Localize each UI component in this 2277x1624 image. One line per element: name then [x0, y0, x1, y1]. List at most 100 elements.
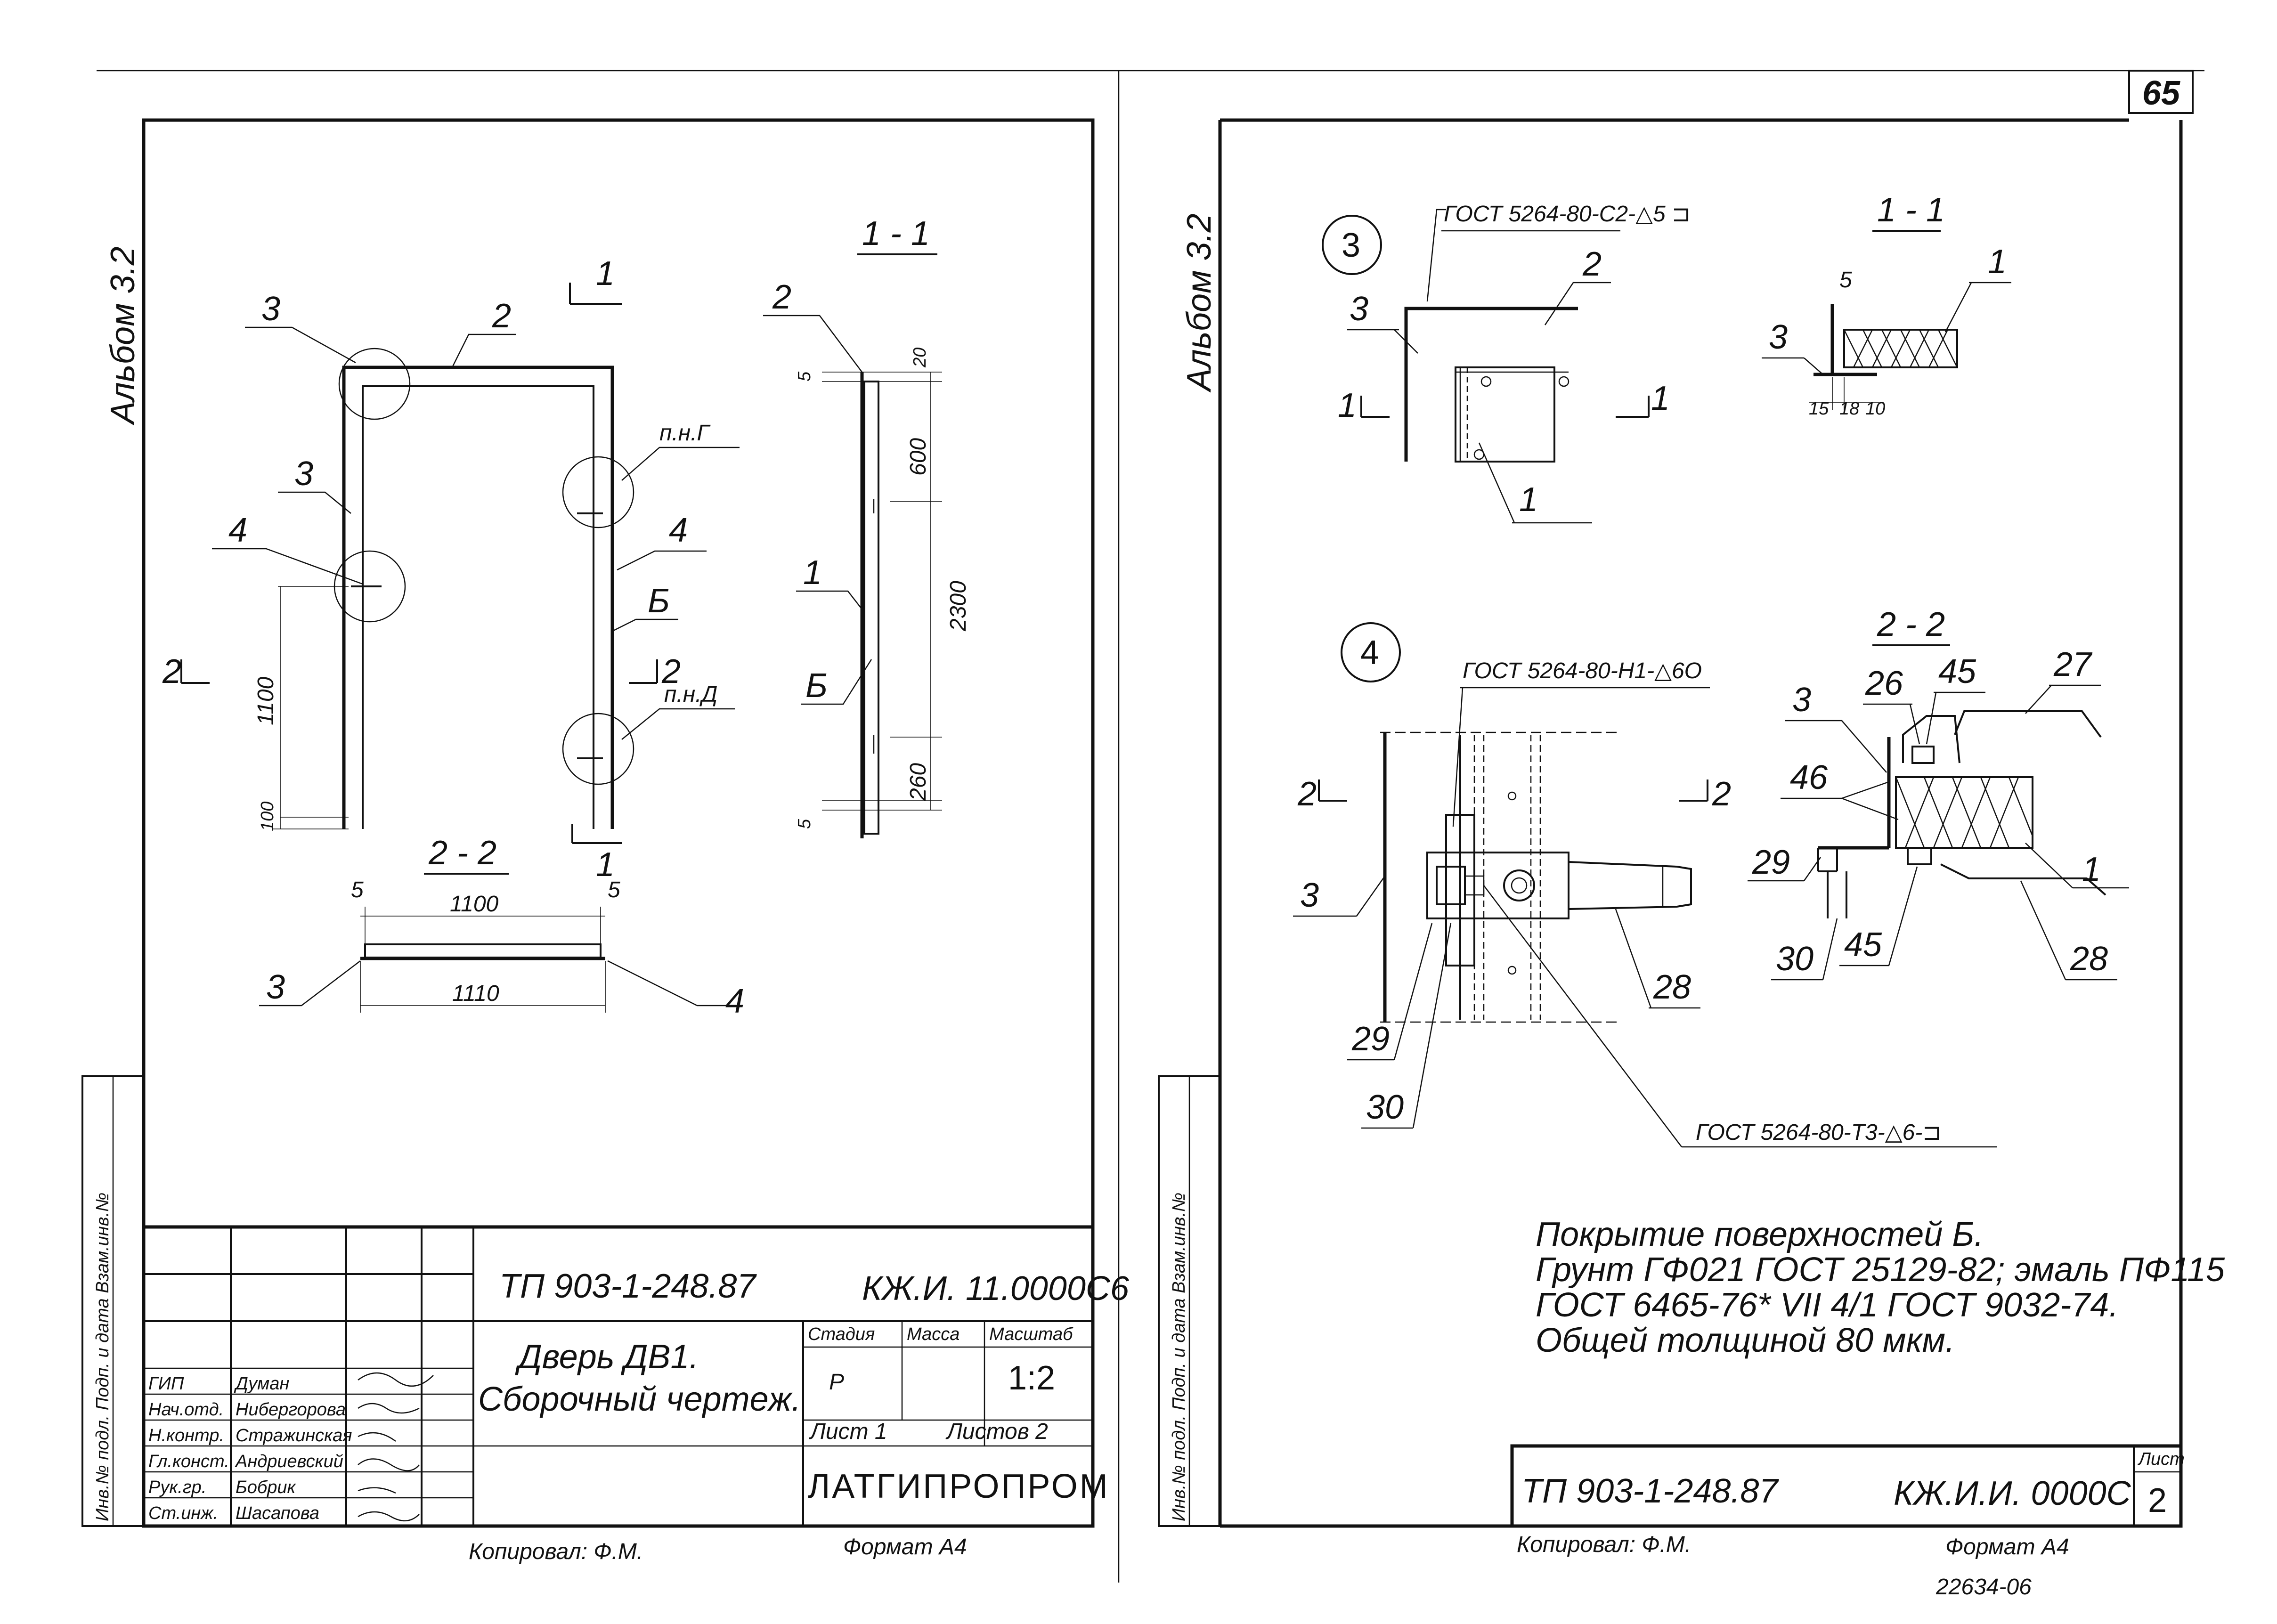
right-title-block: ТП 903-1-248.87 КЖ.И.И. 0000С Лист 2 — [1510, 1444, 2185, 1528]
title-code-left: ТП 903-1-248.87 — [499, 1267, 757, 1305]
right-section-2-2: 2 - 2 3 26 45 27 46 — [1748, 606, 2129, 981]
doc-code-left: КЖ.И. 11.0000С6 — [862, 1270, 1130, 1307]
copied-by-left: Копировал: Ф.М. — [469, 1539, 643, 1564]
node3-cut-1-left: 1 — [1338, 387, 1357, 424]
role-2: Н.контр. — [148, 1426, 224, 1445]
stage-header: Стадия — [808, 1324, 875, 1344]
node-3-detail: 3 ГОСТ 5264-80-С2-△5 ⊐ 2 3 1 1 1 — [1322, 202, 1691, 524]
sec22-callout-46: 46 — [1790, 759, 1828, 796]
sheet-total-left: Листов 2 — [945, 1419, 1048, 1444]
copied-by-right: Копировал: Ф.М. — [1517, 1532, 1691, 1557]
sheet-number-right: 2 — [2148, 1482, 2167, 1519]
cut-mark-2-right: 2 — [661, 653, 681, 690]
stage-value: Р — [829, 1370, 844, 1395]
dim-5-left: 5 — [351, 877, 364, 902]
role-0: ГИП — [148, 1374, 184, 1394]
archive-number: 22634-06 — [1935, 1575, 2032, 1600]
name-1: Нибергорова — [236, 1400, 346, 1420]
coating-note-line-2: ГОСТ 6465-76* VII 4/1 ГОСТ 9032-74. — [1536, 1286, 2118, 1324]
scale-header: Масштаб — [989, 1324, 1073, 1344]
node4-callout-30: 30 — [1366, 1088, 1404, 1126]
dim-10: 10 — [1865, 399, 1885, 419]
dim-18: 18 — [1839, 399, 1859, 419]
left-sheet: Альбом 3.2 1100 100 1 1 2 — [81, 118, 1130, 1564]
scale-value: 1:2 — [1008, 1359, 1055, 1397]
dim-2300: 2300 — [946, 581, 971, 632]
node3-cut-1-right: 1 — [1651, 380, 1670, 417]
callout-3-plan: 3 — [266, 968, 285, 1006]
section-1-1-title-left: 1 - 1 — [862, 215, 930, 252]
left-side-stamp: Инв.№ подл. Подп. и дата Взам.инв.№ — [81, 1075, 145, 1527]
dim-5-right: 5 — [608, 877, 620, 902]
section-callout-1: 1 — [1988, 243, 2007, 281]
sec22-callout-30: 30 — [1776, 940, 1813, 978]
callout-1-section: 1 — [803, 554, 822, 592]
dim-1110: 1110 — [452, 981, 499, 1006]
node4-cut-2-left: 2 — [1297, 775, 1317, 813]
dim-5-bottom: 5 — [795, 819, 814, 829]
sec22-callout-45-top: 45 — [1938, 653, 1976, 690]
coating-note-line-3: Общей толщиной 80 мкм. — [1536, 1322, 1955, 1359]
dim-5-node-section: 5 — [1839, 268, 1852, 292]
sheet-frame: 65 — [97, 70, 2204, 1583]
node4-callout-29: 29 — [1351, 1020, 1390, 1058]
cut-mark-1-top: 1 — [596, 255, 615, 292]
sec22-callout-27: 27 — [2053, 646, 2093, 683]
album-label-right: Альбом 3.2 — [1180, 214, 1218, 393]
door-front-view: 1100 100 1 1 2 2 3 2 3 4 п.н.Г 4 Б — [162, 255, 740, 884]
sheet-header-right: Лист — [2137, 1449, 2185, 1469]
doc-code-right: КЖ.И.И. 0000С — [1894, 1475, 2131, 1512]
weld-note-4: ГОСТ 5264-80-Н1-△6О — [1463, 658, 1702, 683]
left-section-2-2: 2 - 2 1100 1110 5 5 3 4 — [259, 834, 744, 1020]
dim-20: 20 — [910, 348, 930, 368]
role-3: Гл.конст. — [148, 1452, 229, 1471]
node-4-detail: 4 ГОСТ 5264-80-Н1-△6О 2 2 — [1293, 622, 1997, 1148]
node3-callout-2: 2 — [1582, 245, 1602, 283]
dim-15: 15 — [1809, 399, 1829, 419]
role-1: Нач.отд. — [148, 1400, 224, 1420]
dim-260: 260 — [906, 763, 931, 801]
signatures — [358, 1372, 434, 1522]
node3-callout-1: 1 — [1519, 481, 1538, 519]
sheet-number-left: Лист 1 — [809, 1419, 887, 1444]
sec22-callout-29: 29 — [1752, 844, 1790, 881]
side-stamp-left: Инв.№ подл. Подп. и дата Взам.инв.№ — [93, 1193, 113, 1521]
coating-note: Покрытие поверхностей Б. Грунт ГФ021 ГОС… — [1536, 1216, 2225, 1359]
dim-1100-vertical: 1100 — [253, 676, 278, 725]
format-right: Формат А4 — [1945, 1535, 2069, 1559]
right-sheet: Альбом 3.2 3 ГОСТ 5264-80-С2-△5 ⊐ 2 3 1 — [1158, 118, 2225, 1600]
weld-note-3: ГОСТ 5264-80-С2-△5 ⊐ — [1444, 202, 1691, 227]
page-number: 65 — [2142, 74, 2180, 112]
node-4-label: 4 — [1360, 634, 1379, 672]
sec22-callout-45-bottom: 45 — [1844, 926, 1882, 964]
name-3: Андриевский — [235, 1452, 343, 1471]
sec22-callout-28: 28 — [2070, 940, 2108, 978]
left-section-1-1: 1 - 1 20 600 2300 260 5 5 2 1 Б — [763, 215, 971, 838]
section-callout-3: 3 — [1769, 318, 1788, 356]
callout-2: 2 — [492, 297, 511, 335]
callout-B-section: Б — [805, 667, 828, 705]
sec22-callout-1: 1 — [2082, 851, 2101, 888]
mass-header: Масса — [907, 1324, 960, 1344]
cut-mark-2-left: 2 — [162, 653, 181, 690]
dim-5-top: 5 — [795, 371, 814, 382]
role-5: Ст.инж. — [148, 1503, 218, 1523]
coating-note-line-1: Грунт ГФ021 ГОСТ 25129-82; эмаль ПФ115 — [1536, 1251, 2225, 1289]
section-1-1-title-right: 1 - 1 — [1877, 191, 1945, 229]
organization: ЛАТГИПРОПРОМ — [808, 1468, 1110, 1505]
section-2-2-title-right: 2 - 2 — [1877, 606, 1945, 643]
callout-3-side: 3 — [294, 455, 313, 493]
node4-cut-2-right: 2 — [1712, 775, 1731, 813]
node-3-label: 3 — [1342, 227, 1360, 264]
callout-2-section: 2 — [772, 278, 791, 316]
cut-mark-1-bottom: 1 — [596, 846, 615, 884]
right-side-stamp: Инв.№ подл. Подп. и дата Взам.инв.№ — [1158, 1075, 1221, 1527]
right-section-1-1: 1 - 1 5 15 18 10 3 1 — [1762, 191, 2011, 419]
drawing-name-line2: Сборочный чертеж. — [478, 1380, 801, 1418]
section-2-2-title-left: 2 - 2 — [428, 834, 496, 872]
callout-4-left: 4 — [228, 512, 247, 549]
callout-pnD: п.н.Д — [664, 682, 717, 707]
callout-3-top: 3 — [261, 290, 280, 328]
name-5: Шасапова — [236, 1503, 319, 1523]
